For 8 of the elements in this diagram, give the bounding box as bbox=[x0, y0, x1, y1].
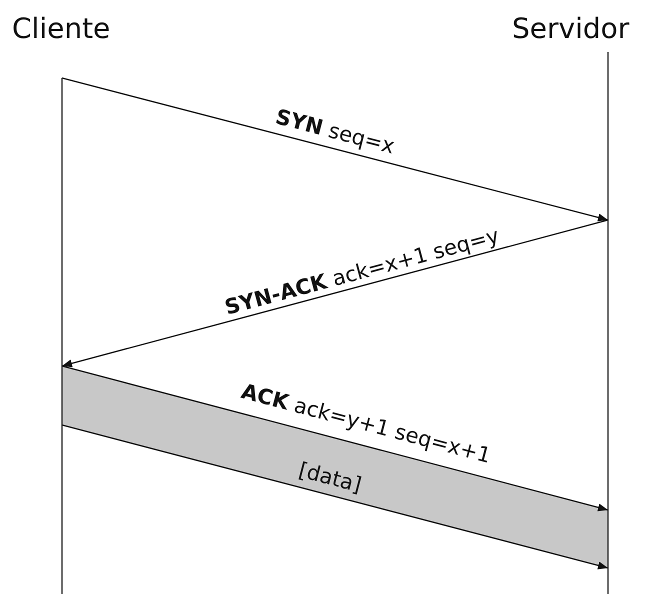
edge-label: SYN seq=x bbox=[273, 106, 397, 158]
edge-label: [data] bbox=[296, 460, 364, 496]
participant-label: Servidor bbox=[512, 12, 630, 45]
arrow bbox=[62, 424, 608, 570]
participant-label: Cliente bbox=[12, 12, 110, 45]
arrow bbox=[62, 77, 608, 222]
arrow bbox=[62, 219, 608, 368]
arrow bbox=[62, 365, 608, 512]
